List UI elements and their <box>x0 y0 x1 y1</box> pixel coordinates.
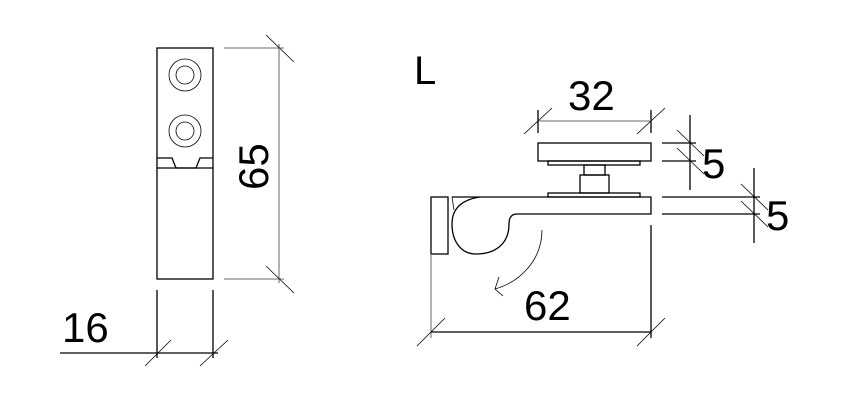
dimension-62 <box>416 225 666 347</box>
dim-label-32: 32 <box>568 72 615 119</box>
front-view <box>156 47 214 280</box>
dim-label-5-plate: 5 <box>702 140 725 187</box>
dimension-5-arm <box>662 168 769 243</box>
dim-label-65: 65 <box>230 143 277 190</box>
dim-label-62: 62 <box>524 282 571 329</box>
side-view <box>430 142 652 297</box>
dimension-65 <box>224 34 295 294</box>
dim-label-5-arm: 5 <box>766 192 789 239</box>
dim-label-16: 16 <box>62 304 109 351</box>
dimension-16 <box>60 290 229 367</box>
dimension-5-plate <box>662 115 705 190</box>
dimension-32 <box>523 107 666 135</box>
model-label: L <box>414 49 436 93</box>
